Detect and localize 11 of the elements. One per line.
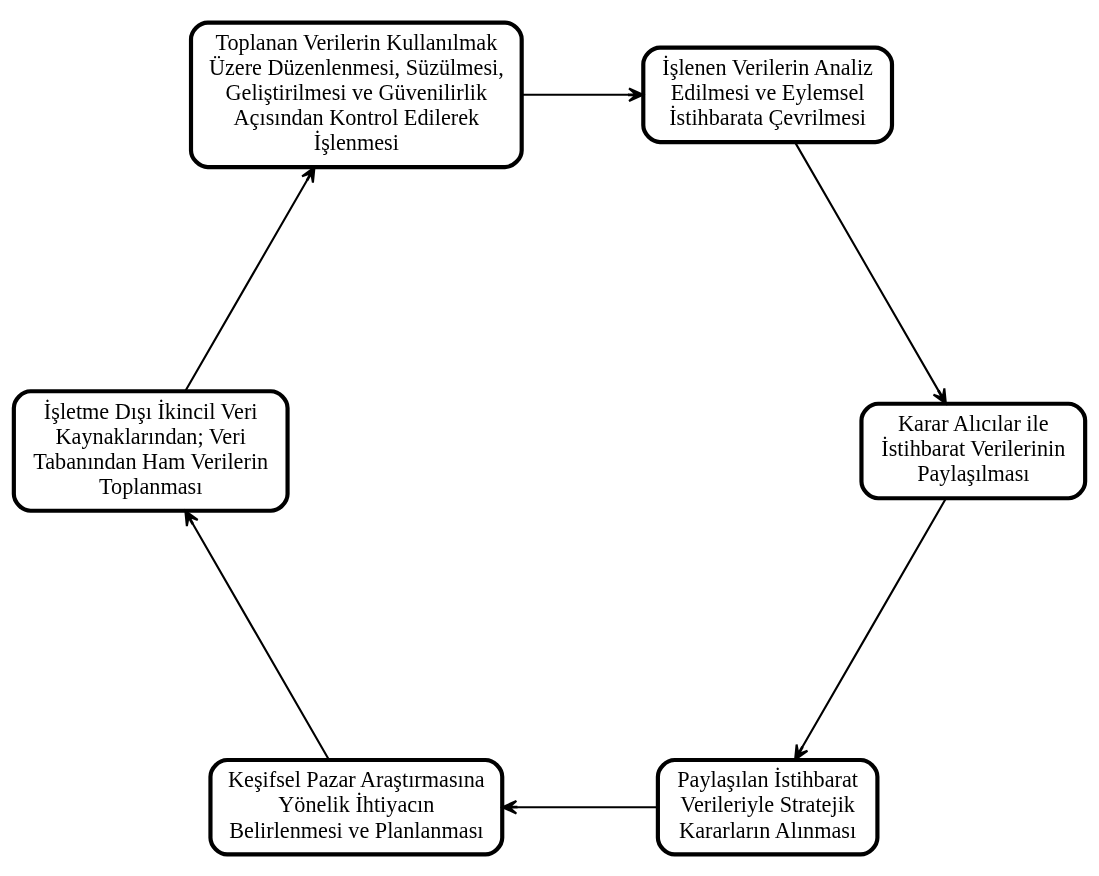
node-box: Keşifsel Pazar Araştırmasına Yönelik İhtiyacın Belirlenmesi ve Planlanması — [208, 757, 505, 857]
node-box: Toplanan Verilerin Kullanılmak Üzere Düzenlenmesi, Süzülmesi, Geliştirilmesi ve Güvenilirlik Açısından Kontrol Edilerek İşlenmesi — [188, 19, 524, 169]
arrow — [184, 509, 330, 760]
arrow — [521, 87, 644, 102]
node-box: Karar Alıcılar ile İstihbarat Verilerinin Paylaşılması — [859, 401, 1088, 500]
arrow — [794, 141, 947, 405]
node-box: Paylaşılan İstihbarat Verileriyle Stratejik Kararların Alınması — [655, 757, 880, 857]
arrow — [501, 799, 658, 814]
arrow — [794, 497, 947, 761]
node-box: İşlenen Verilerin Analiz Edilmesi ve Eylemsel İstihbarata Çevrilmesi — [641, 45, 895, 144]
node-box: İşletme Dışı İkincil Veri Kaynaklarından; Veri Tabanından Ham Verilerin Toplanması — [11, 388, 290, 513]
